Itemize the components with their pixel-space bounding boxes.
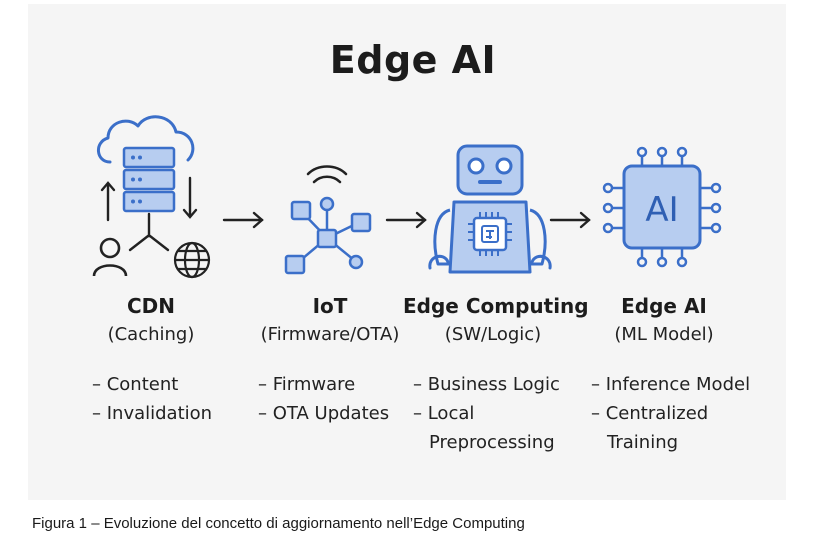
- column-subtitle-cdn: (Caching): [107, 324, 195, 345]
- figure-title: Edge AI: [329, 38, 497, 82]
- column-title-iot: IoT: [312, 294, 348, 318]
- column-title-cdn: CDN: [126, 294, 176, 318]
- column-title-edge-ai: Edge AI: [621, 294, 707, 318]
- list-item: – Business Logic: [413, 374, 560, 395]
- cloud-server-icon: [92, 115, 211, 279]
- ai-chip-icon: AI: [602, 146, 722, 268]
- user-icon: [92, 237, 128, 277]
- list-item: – OTA Updates: [258, 403, 390, 424]
- arrow-right-icon: [222, 211, 264, 229]
- list-item: Training: [607, 432, 679, 453]
- column-subtitle-iot: (Firmware/OTA): [260, 324, 400, 345]
- list-item: – Content: [92, 374, 179, 395]
- list-item: – Local: [413, 403, 475, 424]
- globe-icon: [173, 241, 211, 279]
- list-item: – Firmware: [258, 374, 356, 395]
- column-items-cdn: – Content – Invalidation: [92, 370, 212, 428]
- column-subtitle-edge-ai: (ML Model): [614, 324, 714, 345]
- figure-panel: [28, 4, 786, 500]
- figure-caption: Figura 1 – Evoluzione del concetto di ag…: [32, 515, 525, 532]
- column-subtitle-edge-computing: (SW/Logic): [444, 324, 542, 345]
- list-item: – Invalidation: [92, 403, 213, 424]
- column-title-edge-computing: Edge Computing: [403, 294, 589, 318]
- arrow-right-icon: [549, 211, 591, 229]
- column-items-edge-computing: – Business Logic – Local Preprocessing: [413, 370, 560, 457]
- list-item: – Inference Model: [591, 374, 751, 395]
- column-items-edge-ai: – Inference Model – Centralized Training: [591, 370, 750, 457]
- robot-icon: [428, 144, 552, 274]
- list-item: – Centralized: [591, 403, 709, 424]
- column-items-iot: – Firmware – OTA Updates: [258, 370, 389, 428]
- arrow-right-icon: [385, 211, 427, 229]
- list-item: Preprocessing: [429, 432, 555, 453]
- chip-label: AI: [645, 190, 678, 230]
- iot-network-icon: [284, 165, 372, 275]
